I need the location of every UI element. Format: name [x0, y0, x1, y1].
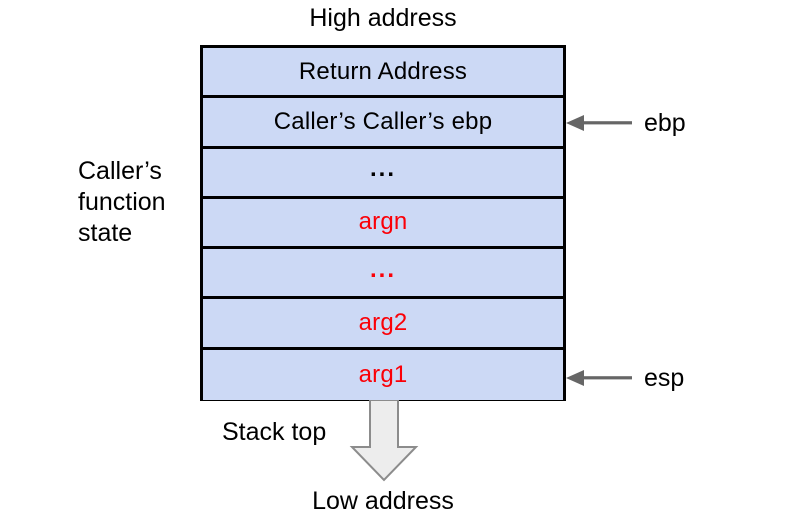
- stack-row: arg1: [203, 349, 563, 400]
- stack-growth-down-arrow-icon: [349, 400, 419, 482]
- stack-cell-label: Return Address: [298, 57, 468, 85]
- callers-state-line-1: Caller’s: [78, 157, 162, 185]
- esp-pointer: esp: [566, 363, 684, 393]
- left-arrow-icon: [566, 115, 632, 131]
- stack-row: argn: [203, 198, 563, 250]
- ebp-pointer: ebp: [566, 108, 686, 138]
- stack-top-label: Stack top: [222, 418, 327, 446]
- stack-cell-label: ...: [369, 155, 396, 183]
- stack-row: arg2: [203, 299, 563, 350]
- stack-cell-label: Caller’s Caller’s ebp: [273, 107, 493, 135]
- stack-row: ...: [203, 148, 563, 199]
- stack-box: Return Address Caller’s Caller’s ebp ...…: [200, 45, 566, 401]
- stack-cell-label: argn: [358, 208, 408, 236]
- stack-row: Return Address: [203, 48, 563, 99]
- low-address-label: Low address: [312, 487, 454, 515]
- stack-row: Caller’s Caller’s ebp: [203, 98, 563, 149]
- callers-state-line-3: state: [78, 219, 133, 247]
- stack-cell-label: arg2: [358, 308, 408, 336]
- stack-row: ...: [203, 249, 563, 300]
- esp-label: esp: [644, 364, 685, 392]
- stack-cell-label: ...: [369, 255, 396, 283]
- callers-state-line-2: function: [78, 188, 166, 216]
- ebp-label: ebp: [644, 109, 686, 137]
- stack-cell-label: arg1: [358, 360, 408, 388]
- callers-function-state-label: Caller’s function state: [78, 156, 196, 249]
- left-arrow-icon: [566, 370, 632, 386]
- high-address-label: High address: [309, 4, 457, 32]
